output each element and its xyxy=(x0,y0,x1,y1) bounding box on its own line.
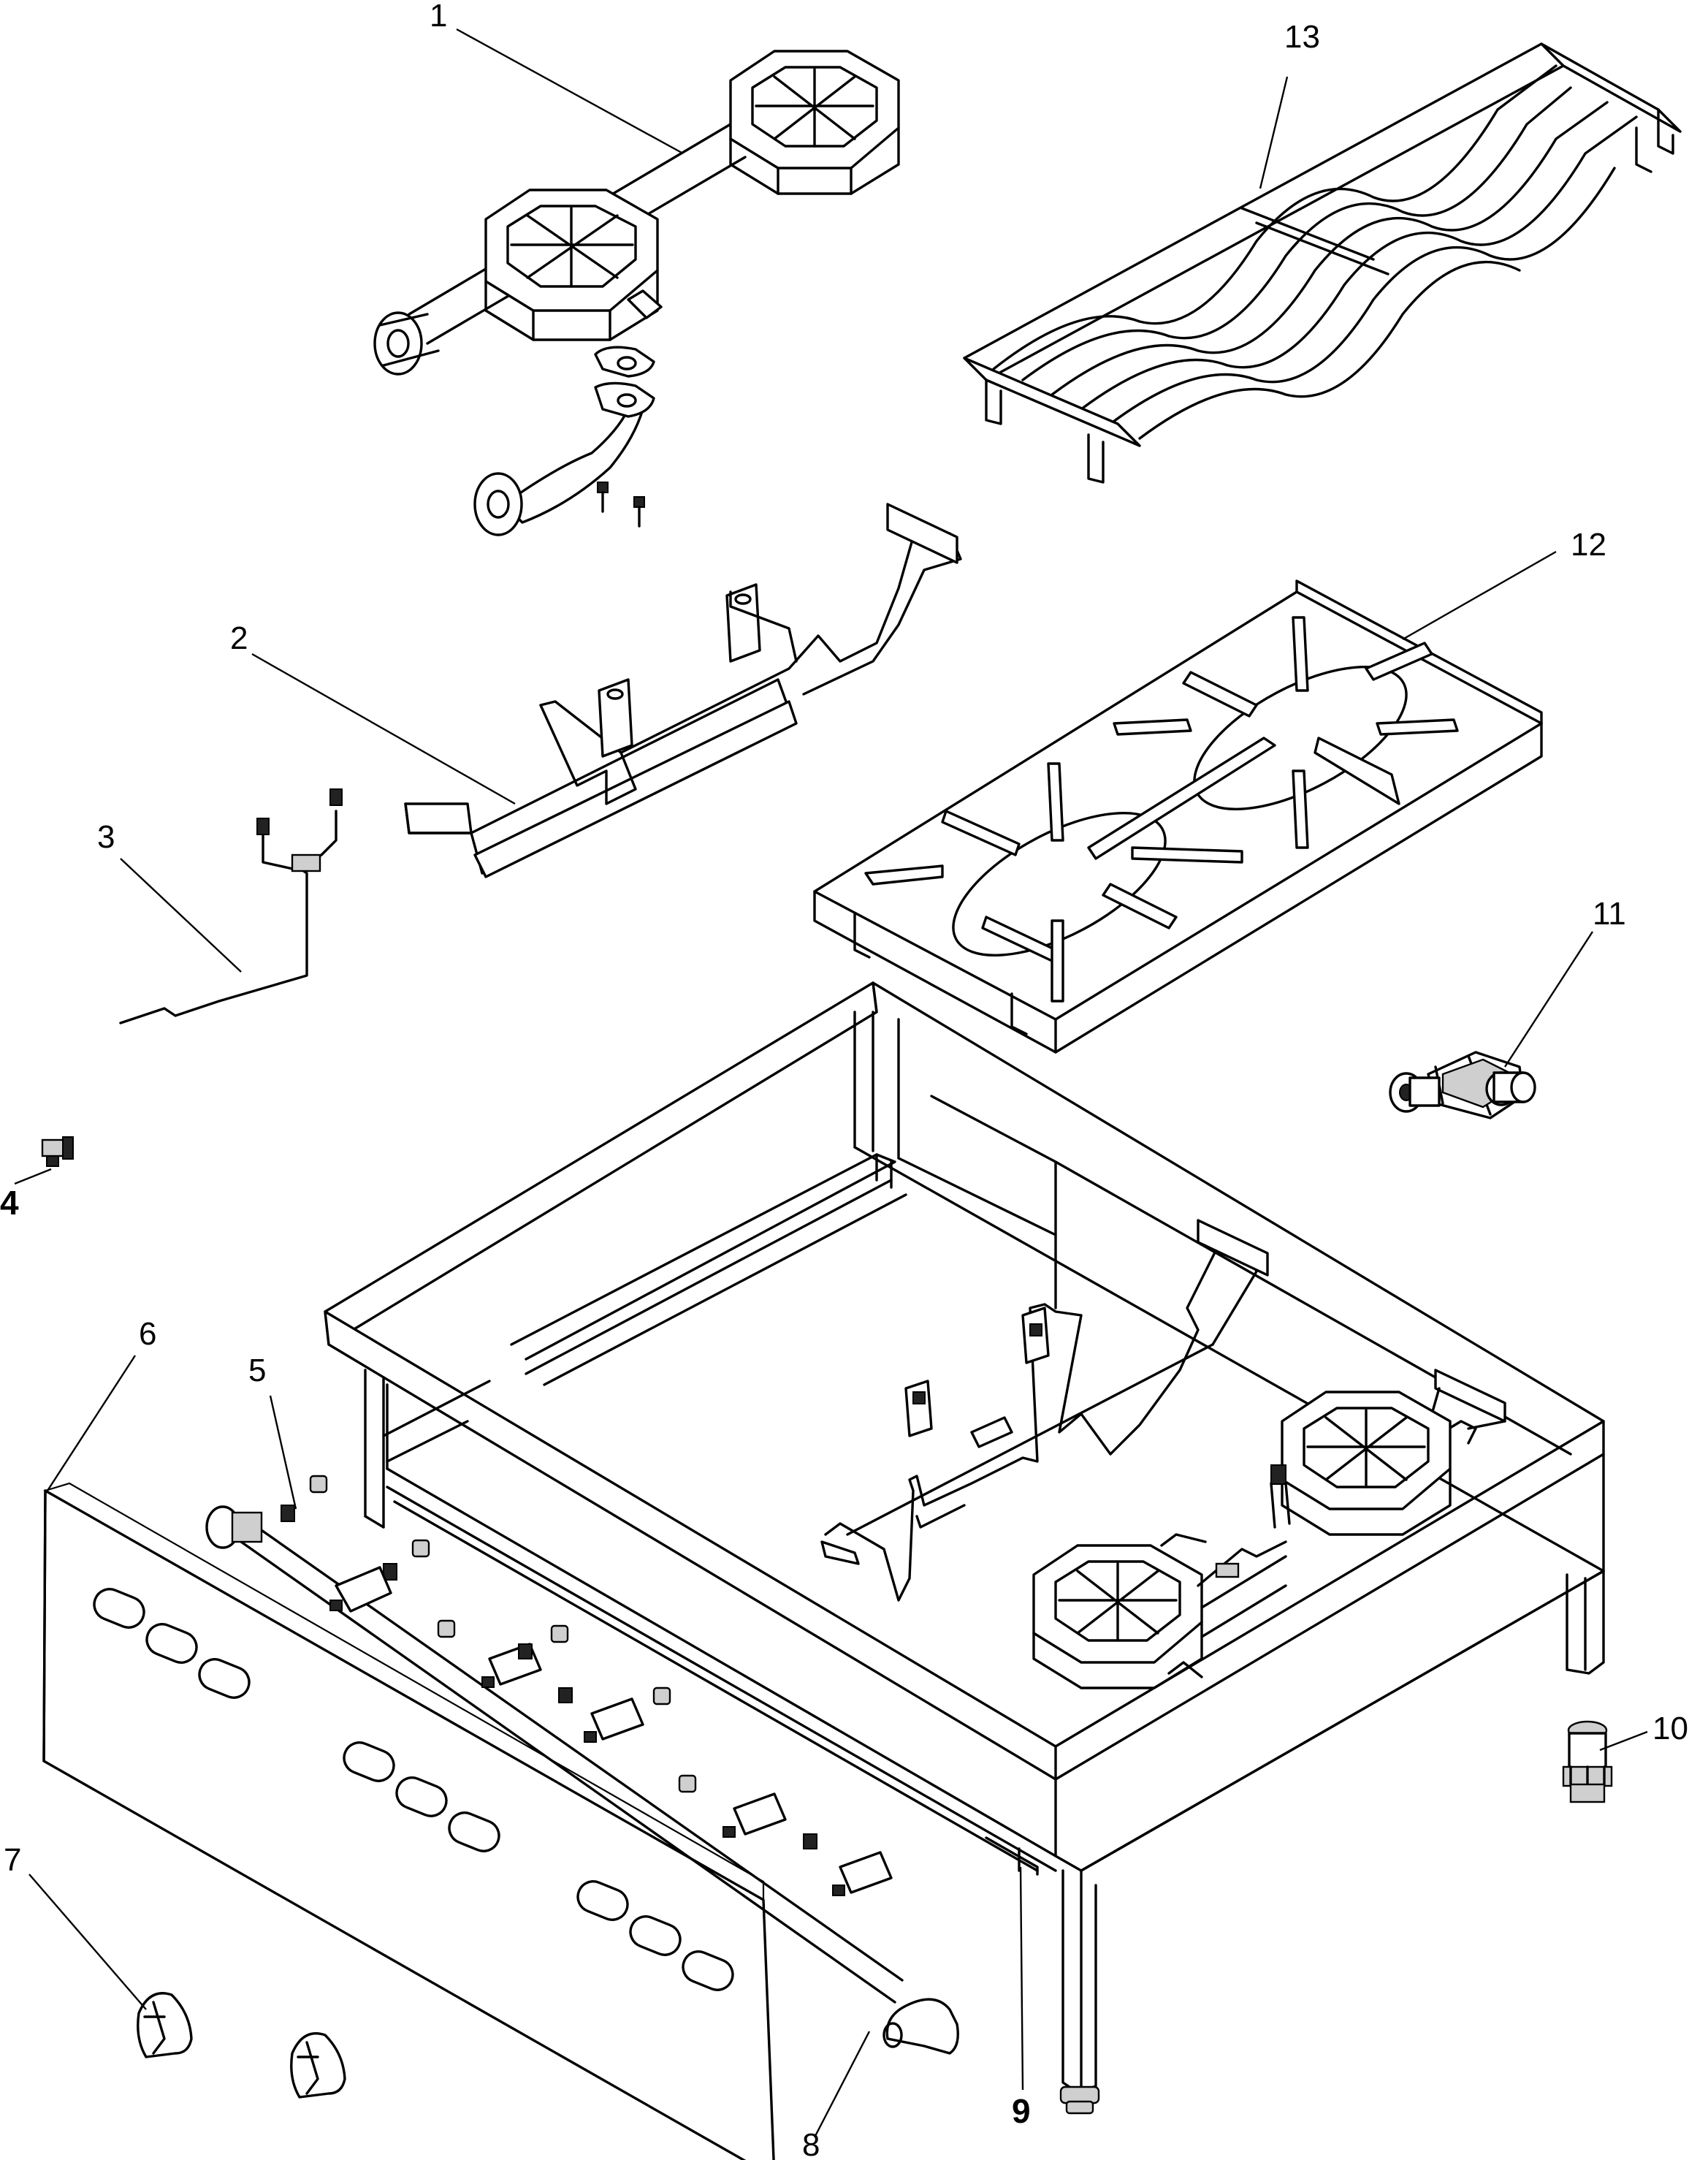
part-1-front-burner-head xyxy=(484,189,663,341)
leader-2 xyxy=(251,653,516,805)
part-10-inlet-fitting[interactable] xyxy=(1562,1720,1613,1803)
callout-1: 1 xyxy=(430,0,447,34)
leader-10 xyxy=(1599,1730,1648,1752)
callout-8: 8 xyxy=(802,2127,820,2160)
leader-3 xyxy=(120,858,242,973)
leader-1 xyxy=(456,28,684,155)
installed-pilot-parts xyxy=(1160,1464,1291,1587)
leader-8 xyxy=(813,2031,871,2138)
part-2-burner-bracket[interactable] xyxy=(404,503,962,878)
part-7-knobs[interactable] xyxy=(137,1992,346,2099)
callout-4: 4 xyxy=(0,1184,19,1222)
part-5-manifold[interactable] xyxy=(205,1475,959,2055)
callout-6: 6 xyxy=(139,1316,156,1352)
leader-12 xyxy=(1402,550,1557,641)
installed-rear-burner xyxy=(1281,1391,1452,1536)
part-13-grate[interactable] xyxy=(963,42,1682,484)
callout-3: 3 xyxy=(97,819,115,855)
callout-9: 9 xyxy=(1012,2092,1031,2130)
part-1-burner-tube xyxy=(473,381,655,536)
leader-lines xyxy=(14,28,1648,2138)
leader-7 xyxy=(28,1874,147,2010)
part-4-fitting[interactable] xyxy=(41,1136,74,1167)
leader-4 xyxy=(14,1168,52,1185)
callout-12: 12 xyxy=(1571,527,1606,563)
part-11-regulator[interactable] xyxy=(1389,1051,1536,1119)
installed-right-bracket xyxy=(1430,1369,1506,1445)
part-6-control-panel[interactable] xyxy=(42,1482,775,2160)
callout-13: 13 xyxy=(1284,19,1320,55)
callout-2: 2 xyxy=(230,620,248,656)
callout-11: 11 xyxy=(1593,896,1626,932)
part-12-top-grate[interactable] xyxy=(813,579,1543,1054)
part-1-screws xyxy=(597,482,645,528)
part-3-pilot-tube[interactable] xyxy=(119,788,343,1024)
callout-7: 7 xyxy=(4,1842,21,1878)
leader-13 xyxy=(1259,76,1289,189)
leader-6 xyxy=(46,1355,137,1491)
knob-1 xyxy=(137,1992,193,2058)
knob-2 xyxy=(290,2032,346,2099)
part-1-gasket xyxy=(594,346,655,378)
callout-10: 10 xyxy=(1652,1711,1688,1746)
callout-5: 5 xyxy=(248,1353,266,1388)
panel-holes xyxy=(93,1588,734,1991)
range-frame[interactable] xyxy=(324,981,1605,2115)
leader-11 xyxy=(1503,931,1594,1068)
part-8-elbow[interactable] xyxy=(882,1998,959,2055)
installed-front-burner xyxy=(1032,1544,1287,1689)
part-1-rear-burner-head xyxy=(729,50,900,195)
leader-9 xyxy=(1019,1866,1024,2091)
manifold-valves xyxy=(329,1566,893,1896)
leader-5 xyxy=(269,1395,297,1510)
part-1-burner-assembly[interactable] xyxy=(373,50,900,536)
installed-burner-bracket xyxy=(820,1219,1269,1602)
